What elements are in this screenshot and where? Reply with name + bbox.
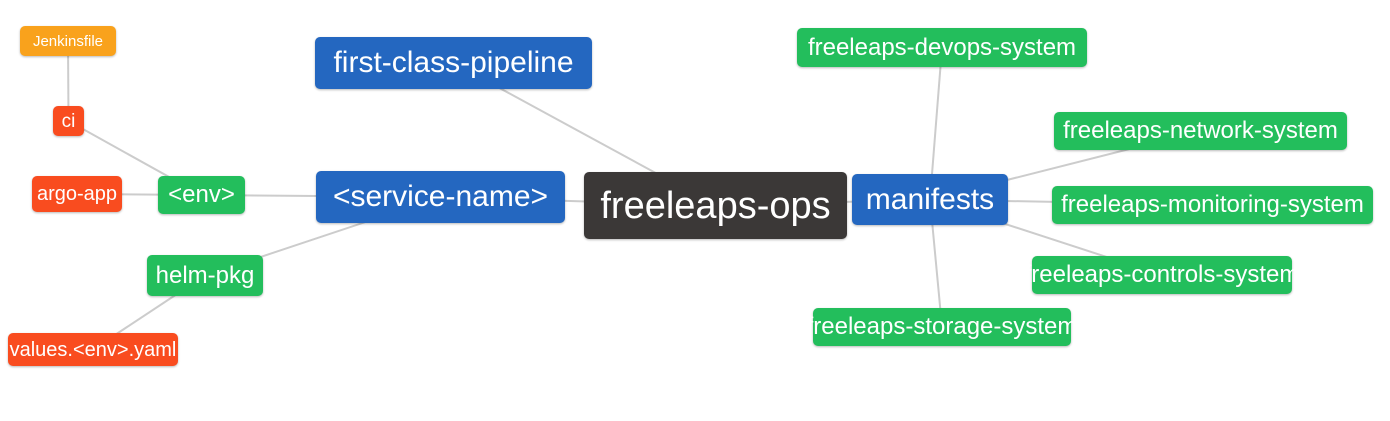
node-env[interactable]: <env>	[158, 176, 245, 214]
node-freeleaps-ops[interactable]: freeleaps-ops	[584, 172, 847, 239]
node-freeleaps-monitoring-system[interactable]: freeleaps-monitoring-system	[1052, 186, 1373, 224]
node-service-name[interactable]: <service-name>	[316, 171, 565, 223]
node-freeleaps-network-system[interactable]: freeleaps-network-system	[1054, 112, 1347, 150]
node-jenkinsfile[interactable]: Jenkinsfile	[20, 26, 116, 56]
node-freeleaps-storage-system[interactable]: freeleaps-storage-system	[807, 308, 1077, 346]
node-manifests[interactable]: manifests	[852, 174, 1008, 225]
node-first-class-pipeline[interactable]: first-class-pipeline	[315, 37, 592, 89]
node-values-env-yaml[interactable]: values.<env>.yaml	[8, 333, 178, 366]
node-freeleaps-controls-system[interactable]: freeleaps-controls-system	[1025, 256, 1299, 294]
node-freeleaps-devops-system[interactable]: freeleaps-devops-system	[797, 28, 1087, 67]
node-argo-app[interactable]: argo-app	[32, 176, 122, 212]
node-helm-pkg[interactable]: helm-pkg	[147, 255, 263, 296]
node-ci[interactable]: ci	[53, 106, 84, 136]
